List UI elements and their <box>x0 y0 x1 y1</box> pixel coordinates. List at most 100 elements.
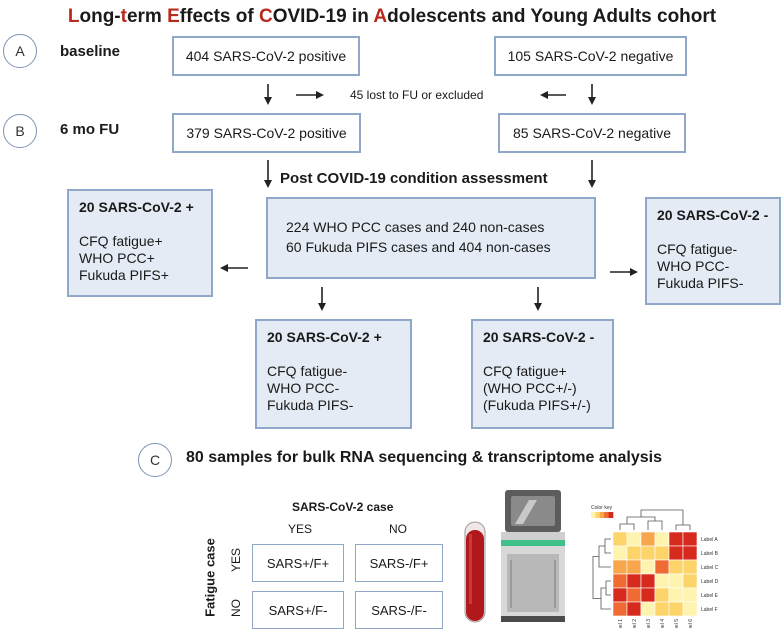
title-part: OVID-19 in <box>272 6 374 27</box>
heatmap-cell <box>626 559 642 575</box>
heatmap-cell <box>626 601 642 617</box>
title-part: t <box>120 6 127 27</box>
group-bottom-right-header: 20 SARS-CoV-2 - <box>483 329 595 345</box>
group-right-line-2: WHO PCC- <box>657 258 730 274</box>
group-right-header: 20 SARS-CoV-2 - <box>657 207 769 223</box>
group-left-box: 20 SARS-CoV-2 + CFQ fatigue+ WHO PCC+ Fu… <box>67 189 213 297</box>
heatmap-cell <box>640 601 656 617</box>
stage-b-badge: B <box>3 114 37 148</box>
heatmap-row-label: Label A <box>701 537 718 543</box>
color-key-swatch <box>591 512 596 518</box>
assessment-line-1: 224 WHO PCC cases and 240 non-cases <box>286 219 545 235</box>
stage-c-label: 80 samples for bulk RNA sequencing & tra… <box>186 449 662 466</box>
baseline-positive-box: 404 SARS-CoV-2 positive <box>172 36 360 76</box>
matrix-column-header: SARS-CoV-2 case <box>292 500 394 514</box>
matrix-column-no: NO <box>389 522 407 536</box>
heatmap-cell <box>626 545 642 561</box>
heatmap-cell <box>640 573 656 589</box>
group-bottom-left-line-3: Fukuda PIFS- <box>267 397 354 413</box>
stage-c-badge: C <box>138 443 172 477</box>
heatmap-cell <box>668 559 684 575</box>
group-left-header: 20 SARS-CoV-2 + <box>79 199 194 215</box>
heatmap-col-label: Label 3 <box>646 619 652 628</box>
matrix-cell-sars-neg-fatigue-pos: SARS-/F+ <box>355 544 443 582</box>
group-right-line-1: CFQ fatigue- <box>657 241 738 257</box>
baseline-negative-box: 105 SARS-CoV-2 negative <box>494 36 687 76</box>
heatmap-cell <box>626 573 642 589</box>
assessment-label: Post COVID-19 condition assessment <box>280 170 548 187</box>
group-left-line-3: Fukuda PIFS+ <box>79 267 169 283</box>
group-bottom-left-line-1: CFQ fatigue- <box>267 363 348 379</box>
top-dendrogram-branch <box>626 516 656 524</box>
lost-to-followup-note: 45 lost to FU or excluded <box>350 88 484 102</box>
group-bottom-left-header: 20 SARS-CoV-2 + <box>267 329 382 345</box>
heatmap-col-label: Label 6 <box>688 619 694 628</box>
heatmap-row-label: Label F <box>701 607 718 613</box>
blood-tube-icon <box>464 521 486 623</box>
heatmap-row-label: Label D <box>701 579 719 585</box>
matrix-cell-sars-pos-fatigue-pos: SARS+/F+ <box>252 544 344 582</box>
followup-negative-box: 85 SARS-CoV-2 negative <box>498 113 686 153</box>
title-part: ffects of <box>179 6 259 27</box>
sequencer-icon <box>501 490 565 622</box>
heatmap-col-label: Label 4 <box>660 619 666 628</box>
title-part: ong- <box>79 6 121 27</box>
color-key-swatch <box>595 512 601 518</box>
group-left-line-2: WHO PCC+ <box>79 250 155 266</box>
group-right-line-3: Fukuda PIFS- <box>657 275 744 291</box>
heatmap-cell <box>640 545 656 561</box>
assessment-line-2: 60 Fukuda PIFS cases and 404 non-cases <box>286 239 551 255</box>
heatmap-row-label: Label C <box>701 565 719 571</box>
heatmap-cell <box>668 531 684 547</box>
heatmap-cell <box>640 587 656 603</box>
heatmap-cell <box>626 531 642 547</box>
title-part: E <box>167 6 180 27</box>
heatmap-cell <box>682 573 698 589</box>
left-dendrogram-branch <box>604 538 611 554</box>
heatmap-cell <box>654 559 670 575</box>
group-bottom-right-line-2: (WHO PCC+/-) <box>483 380 577 396</box>
top-dendrogram-branch <box>640 509 684 525</box>
heatmap-cell <box>640 559 656 575</box>
title-part: C <box>258 6 273 27</box>
heatmap-cell <box>612 559 628 575</box>
heatmap-row-label: Label E <box>701 593 719 599</box>
heatmap-cell <box>682 601 698 617</box>
group-bottom-right-box: 20 SARS-CoV-2 - CFQ fatigue+ (WHO PCC+/-… <box>471 319 614 429</box>
matrix-row-header-text: Fatigue case <box>202 538 218 617</box>
group-bottom-left-box: 20 SARS-CoV-2 + CFQ fatigue- WHO PCC- Fu… <box>255 319 412 429</box>
title-part: dolescents and Young Adults cohort <box>387 6 717 27</box>
heatmap-cell <box>668 573 684 589</box>
top-dendrogram-branch <box>675 524 691 530</box>
heatmap-cell <box>668 545 684 561</box>
assessment-box: 224 WHO PCC cases and 240 non-cases 60 F… <box>266 197 596 279</box>
title-part: A <box>373 6 388 27</box>
group-bottom-left-line-2: WHO PCC- <box>267 380 340 396</box>
heatmap-col-label: Label 2 <box>632 619 638 628</box>
heatmap-cell <box>682 531 698 547</box>
group-bottom-right-line-3: (Fukuda PIFS+/-) <box>483 397 591 413</box>
top-dendrogram-branch <box>647 520 663 530</box>
heatmap-col-label: Label 5 <box>674 619 680 628</box>
heatmap-cell <box>682 587 698 603</box>
stage-a-label: baseline <box>60 43 121 60</box>
followup-positive-box: 379 SARS-CoV-2 positive <box>172 113 361 153</box>
matrix-cell-sars-pos-fatigue-neg: SARS+/F- <box>252 591 344 629</box>
heatmap-cell <box>640 531 656 547</box>
matrix-row-yes-text: YES <box>229 548 243 573</box>
heatmap-cell <box>654 531 670 547</box>
heatmap-cell <box>612 587 628 603</box>
matrix-row-no-text: NO <box>229 599 243 617</box>
left-dendrogram-branch <box>592 556 601 599</box>
stage-a-badge: A <box>3 34 37 68</box>
color-key-swatch <box>604 512 609 518</box>
matrix-cell-sars-neg-fatigue-neg: SARS-/F- <box>355 591 443 629</box>
heatmap-cell <box>612 531 628 547</box>
heatmap-cell <box>626 587 642 603</box>
stage-b-label: 6 mo FU <box>60 121 120 138</box>
title-part: L <box>67 6 80 27</box>
heatmap-col-label: Label 1 <box>618 619 624 628</box>
left-dendrogram-branch <box>605 580 611 596</box>
heatmap-cell <box>654 573 670 589</box>
